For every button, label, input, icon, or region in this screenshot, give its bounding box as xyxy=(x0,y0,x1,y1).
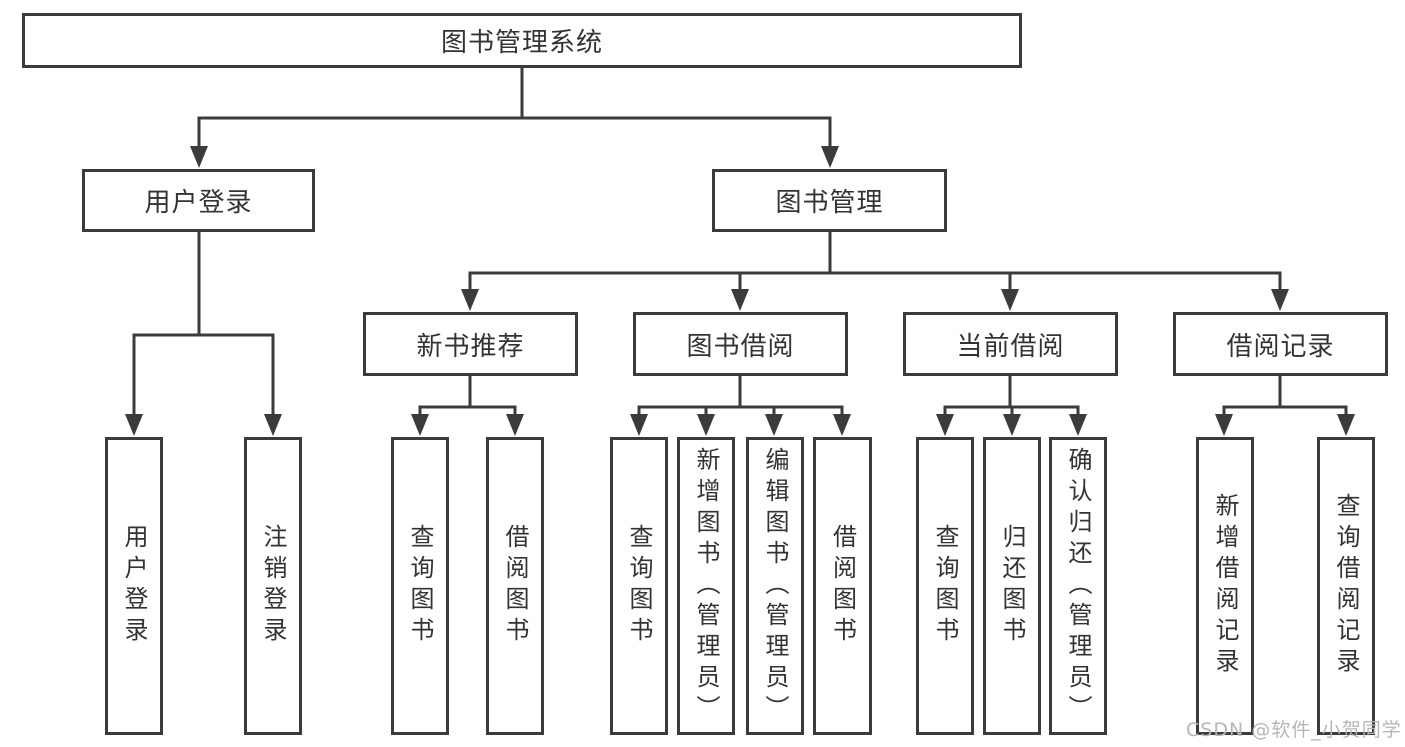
leaf-query-borrow-record: 查询借阅记录 xyxy=(1317,437,1375,735)
node-book-management-label: 图书管理 xyxy=(775,188,884,218)
node-root-system: 图书管理系统 xyxy=(22,13,1022,68)
node-new-book-recommend-label: 新书推荐 xyxy=(416,331,525,362)
leaf-confirm-return-admin: 确认归还（管理员） xyxy=(1049,437,1107,735)
leaf-add-books-admin: 新增图书（管理员） xyxy=(677,437,735,735)
node-borrow-records: 借阅记录 xyxy=(1173,312,1388,376)
node-book-borrow-label: 图书借阅 xyxy=(686,331,795,362)
leaf-borrow-books: 借阅图书 xyxy=(813,437,872,735)
leaf-return-books: 归还图书 xyxy=(983,437,1041,735)
node-current-borrow: 当前借阅 xyxy=(903,312,1118,376)
csdn-watermark: CSDN @软件_小贺同学 xyxy=(1186,719,1402,741)
leaf-edit-books-admin: 编辑图书（管理员） xyxy=(746,437,804,735)
leaf-query-books-borrow: 查询图书 xyxy=(610,437,668,735)
leaf-user-login: 用户登录 xyxy=(105,437,163,735)
leaf-query-books-recommend: 查询图书 xyxy=(391,437,449,735)
node-root-label: 图书管理系统 xyxy=(440,28,603,58)
node-user-login-label: 用户登录 xyxy=(144,188,253,218)
arrowheads xyxy=(125,146,1355,436)
leaf-add-borrow-record: 新增借阅记录 xyxy=(1196,437,1254,735)
node-new-book-recommend: 新书推荐 xyxy=(363,312,578,376)
leaf-borrow-books-recommend: 借阅图书 xyxy=(486,437,544,735)
node-user-login: 用户登录 xyxy=(82,169,315,232)
node-book-borrow: 图书借阅 xyxy=(633,312,848,376)
leaf-logout: 注销登录 xyxy=(244,437,302,735)
node-current-borrow-label: 当前借阅 xyxy=(956,331,1065,362)
node-book-management: 图书管理 xyxy=(712,169,947,232)
leaf-query-books-current: 查询图书 xyxy=(916,437,974,735)
node-borrow-records-label: 借阅记录 xyxy=(1226,331,1335,362)
